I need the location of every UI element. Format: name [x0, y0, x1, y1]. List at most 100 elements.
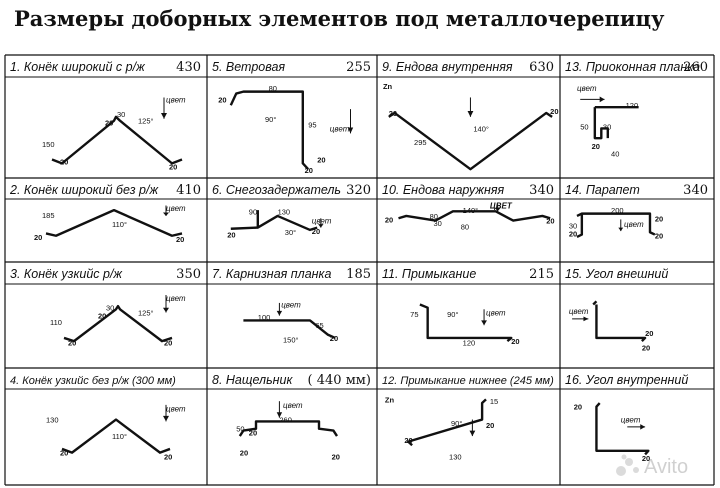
dimension-label: 95 [308, 121, 316, 130]
cell-header: 15. Угол внешний [565, 267, 668, 281]
dimension-label: 20 [569, 229, 577, 238]
cell-price: 255 [346, 60, 371, 75]
dimension-label: Zn [383, 82, 393, 91]
profile-line [52, 117, 182, 164]
profile-line [593, 301, 596, 304]
dimension-label: 20 [330, 334, 338, 343]
dimension-label: 90° [265, 115, 276, 124]
cell-header: 4. Конёк узкийс без р/ж (300 мм) [10, 375, 176, 387]
dimension-label: 75 [410, 310, 418, 319]
dimension-label: 200 [611, 206, 624, 215]
profile-drawing [420, 305, 511, 342]
dimension-label: 20 [511, 337, 519, 346]
dimension-label: 260 [279, 416, 292, 425]
cell-price: 340 [529, 183, 554, 198]
dimension-label: 20 [164, 339, 172, 348]
dimension-label: цвет [577, 84, 597, 93]
arrow-head [163, 212, 169, 216]
dimension-label: цвет [166, 294, 186, 303]
profile-drawing [243, 303, 335, 338]
dimension-label: 30 [434, 219, 442, 228]
cell-price: 320 [346, 183, 371, 198]
table-grid-lines [4, 54, 715, 486]
dimension-label: 30 [569, 221, 577, 230]
profile-drawing [577, 214, 655, 237]
dimension-label: ЦВЕТ [490, 201, 513, 210]
dimension-label: 20 [389, 109, 397, 118]
dimension-label: 90° [451, 419, 462, 428]
profile-line [62, 420, 170, 453]
cell-header: 7. Карнизная планка [212, 267, 331, 281]
profile-line [596, 403, 648, 454]
dimension-label: 150° [283, 336, 299, 345]
arrow-head [469, 430, 476, 437]
dimension-label: 40 [611, 150, 619, 159]
dimension-label: 65 [315, 321, 323, 330]
profile-drawing [572, 301, 645, 341]
dimension-label: 90 [249, 207, 257, 216]
profile-line [595, 107, 608, 138]
dimension-label: 20 [60, 157, 68, 166]
dimension-label: цвет [166, 95, 186, 104]
dimension-label: 20 [249, 428, 257, 437]
cell-header: 6. Снегозадержатель [212, 183, 341, 197]
dimension-label: 50 [236, 425, 244, 434]
dimension-label: 20 [169, 162, 177, 171]
dimension-label: 90° [447, 310, 458, 319]
cell-header: 3. Конёк узкийс р/ж [10, 267, 123, 281]
cell-price: 215 [529, 267, 554, 282]
cell-header: 12. Примыкание нижнее (245 мм) [382, 375, 554, 387]
dimension-label: 20 [98, 312, 106, 321]
profile-line [420, 305, 511, 342]
profile-cell: 12. Примыкание нижнее (245 мм)Zn90°20130… [382, 375, 554, 461]
cell-header: 14. Парапет [565, 183, 640, 197]
dimension-label: 120 [626, 101, 639, 110]
arrow-head [481, 320, 487, 326]
profile-drawing [231, 92, 354, 170]
dimension-label: 140° [473, 124, 489, 133]
dimension-label: цвет [624, 220, 644, 229]
cell-header: 5. Ветровая [212, 60, 285, 74]
profile-drawing [399, 204, 551, 220]
dimension-label: цвет [166, 204, 186, 213]
dimension-label: 30 [106, 304, 114, 313]
cell-header: 8. Нащельник [212, 373, 294, 387]
profile-line [577, 214, 655, 235]
dimension-label: цвет [312, 217, 332, 226]
dimension-label: 20 [642, 343, 650, 352]
profile-drawing [62, 405, 170, 453]
arrow-head [640, 424, 646, 430]
profile-line [258, 210, 317, 230]
arrow-head [276, 412, 283, 418]
dimension-label: 20 [655, 232, 663, 241]
cell-price: 350 [176, 267, 201, 282]
dimension-label: 125° [138, 117, 154, 126]
cell-price: 340 [683, 183, 708, 198]
watermark-text: Avito [644, 456, 688, 478]
dimension-label: 20 [546, 217, 554, 226]
dimension-label: 20 [105, 119, 113, 128]
cell-header: 13. Приоконная планка [565, 60, 700, 74]
dimension-label: 30 [603, 123, 611, 132]
dimension-label: 140° [463, 206, 479, 215]
arrow-head [467, 111, 474, 117]
dimension-label: 20 [642, 454, 650, 463]
profile-line [240, 421, 337, 436]
dimension-label: цвет [621, 416, 641, 425]
cell-header: 2. Конёк широкий без р/ж [9, 183, 159, 197]
dimension-label: 50 [580, 123, 588, 132]
profile-line [577, 214, 582, 237]
dimension-label: 20 [305, 166, 313, 175]
profile-drawing [580, 96, 638, 138]
arrow-head [599, 96, 605, 103]
arrow-head [276, 310, 283, 316]
profile-drawing [240, 401, 337, 436]
cell-header: 16. Угол внутренний [565, 373, 688, 387]
